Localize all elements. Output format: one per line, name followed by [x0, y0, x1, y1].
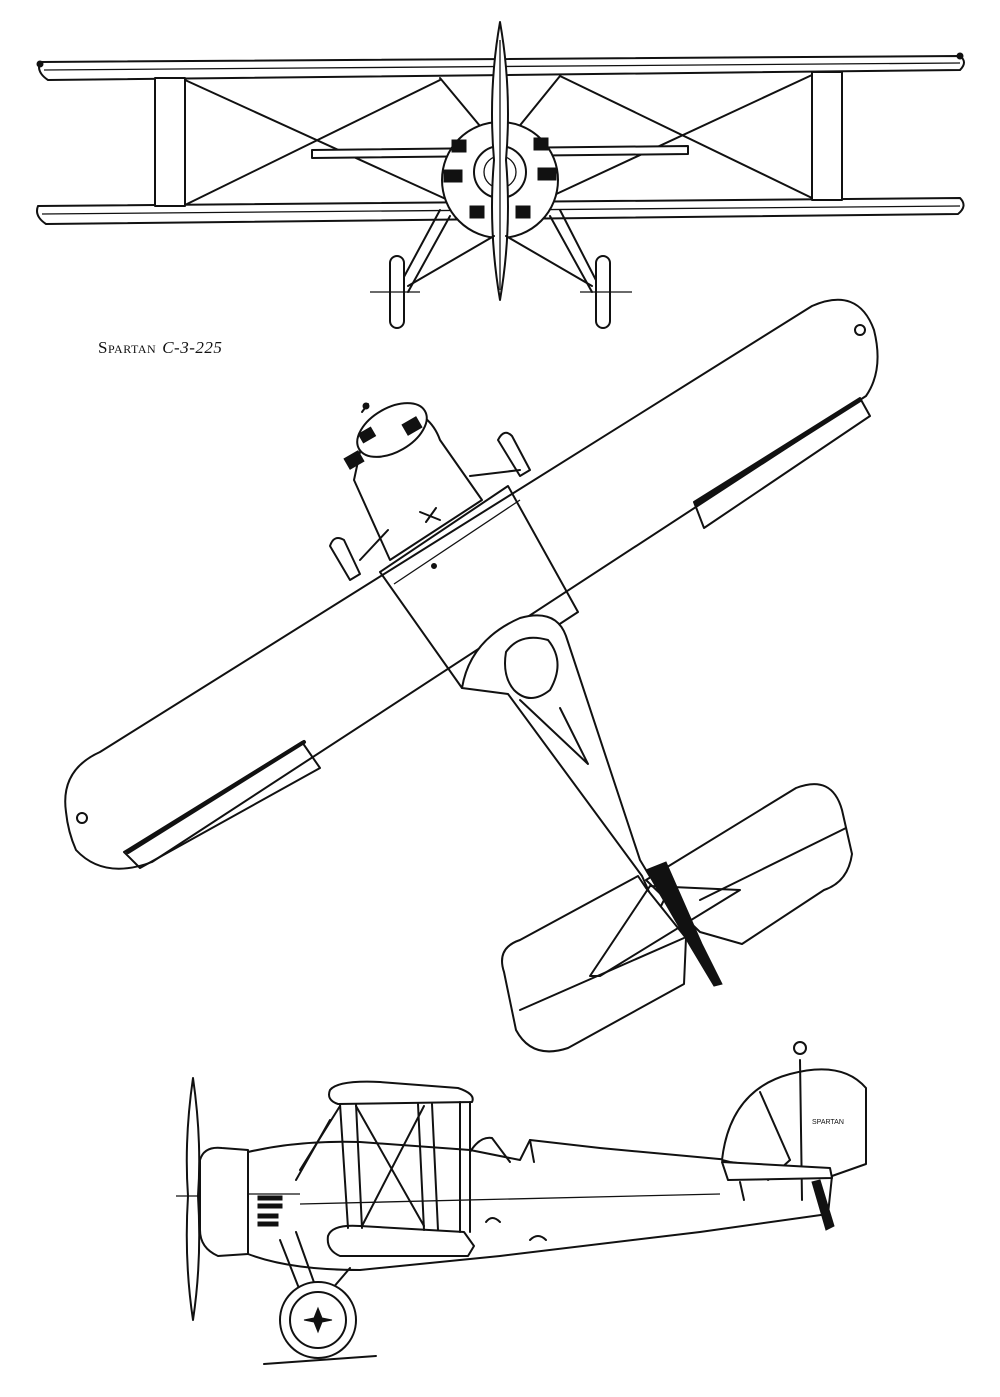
front-propeller	[491, 21, 509, 301]
caption-model: C-3-225	[162, 338, 223, 357]
front-landing-gear	[370, 209, 632, 329]
plan-gear-struts	[329, 431, 531, 581]
side-engine	[199, 1146, 249, 1257]
caption-maker: Spartan	[98, 338, 157, 357]
plan-fuselage	[461, 614, 665, 913]
side-tail-skid	[739, 1179, 835, 1231]
front-interplane-struts	[154, 71, 843, 207]
side-view: SPARTAN	[176, 1041, 867, 1365]
fin-marking: SPARTAN	[812, 1119, 844, 1126]
side-upper-wing	[328, 1080, 474, 1105]
side-landing-gear	[263, 1231, 377, 1365]
side-tail-fin: SPARTAN	[721, 1041, 867, 1201]
side-lower-wing	[326, 1224, 475, 1257]
front-view	[36, 21, 965, 329]
side-struts	[295, 1101, 471, 1233]
plan-wing	[64, 298, 879, 870]
top-view	[64, 298, 879, 1053]
plan-tailplane	[501, 783, 853, 1053]
aircraft-caption: Spartan C-3-225	[98, 338, 222, 358]
plan-engine	[343, 402, 483, 561]
